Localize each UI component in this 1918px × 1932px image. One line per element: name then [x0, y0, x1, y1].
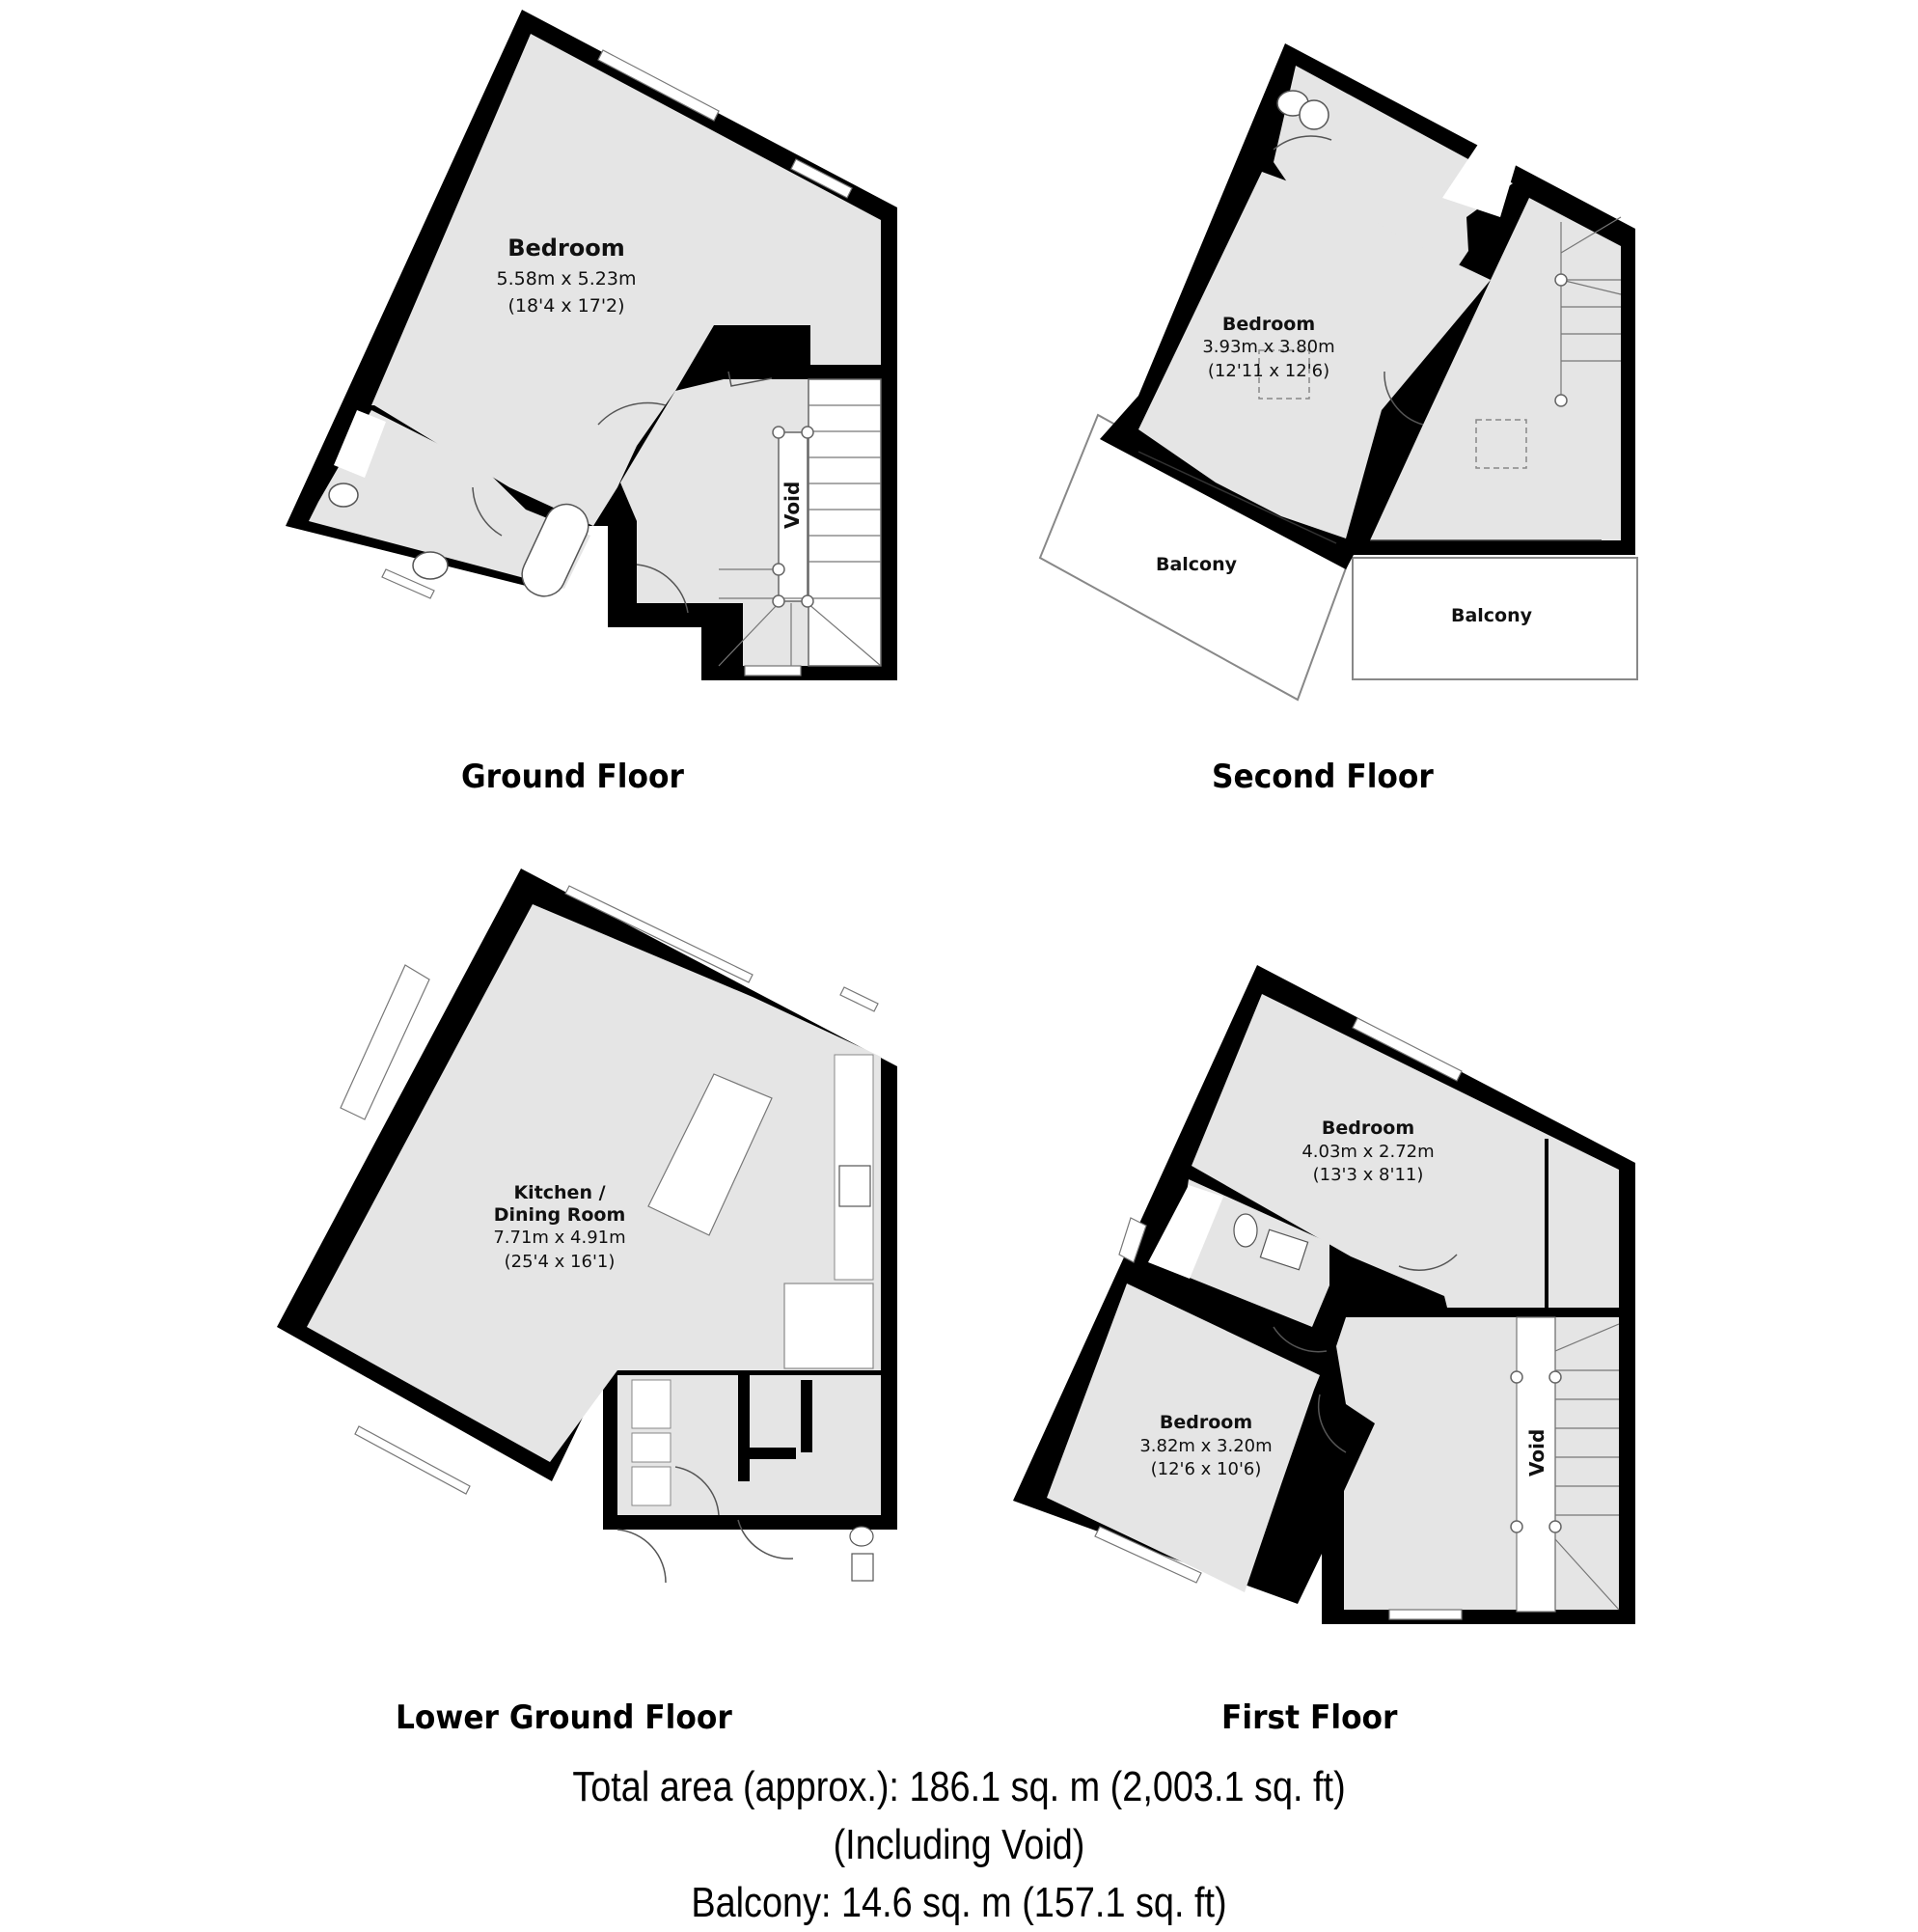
lower-basin: [851, 1553, 874, 1582]
ground-shower: [334, 410, 386, 478]
first-bedroom-1-imperial: (13'3 x 8'11): [1313, 1165, 1424, 1185]
kitchen-metric: 7.71m x 4.91m: [493, 1228, 625, 1248]
first-void-label: Void: [1525, 1429, 1548, 1477]
first-bedroom-1-floor: [1192, 994, 1619, 1308]
ground-void-label: Void: [781, 482, 804, 529]
second-balcony-right-label: Balcony: [1451, 605, 1533, 626]
second-balcony-right: [1352, 557, 1638, 680]
second-floor-label: Second Floor: [1212, 758, 1434, 796]
kitchen-sink: [838, 1165, 871, 1207]
area-summary: Total area (approx.): 186.1 sq. m (2,003…: [0, 1758, 1918, 1932]
second-bedroom-name: Bedroom: [1222, 314, 1315, 335]
first-bedroom-1-name: Bedroom: [1322, 1118, 1414, 1139]
second-bedroom-metric: 3.93m x 3.80m: [1202, 337, 1334, 357]
ground-bedroom-imperial: (18'4 x 17'2): [507, 295, 624, 317]
second-floor-plan: Bedroom 3.93m x 3.80m (12'11 x 12'6) Bal…: [1038, 43, 1638, 702]
ground-bedroom-metric: 5.58m x 5.23m: [497, 268, 637, 290]
second-sink: [1299, 99, 1329, 130]
kitchen-imperial: (25'4 x 16'1): [505, 1252, 616, 1272]
ground-floor-plan: Void Bedroom 5.58m x 5.23m (18'4 x 17'2): [286, 10, 897, 680]
kitchen-name-line2: Dining Room: [494, 1204, 626, 1226]
balcony-area-text: Balcony: 14.6 sq. m (157.1 sq. ft): [691, 1879, 1227, 1926]
first-bedroom-1-metric: 4.03m x 2.72m: [1302, 1142, 1434, 1162]
first-bedroom-2-name: Bedroom: [1160, 1412, 1252, 1433]
kitchen-name-line1: Kitchen /: [513, 1182, 605, 1203]
first-floor-plan: Void Bedroom 4.03m x 2.72m (13'3 x 8'11)…: [1013, 965, 1635, 1624]
lower-ground-floor-label: Lower Ground Floor: [396, 1698, 732, 1737]
ground-stairs: [808, 378, 882, 667]
ground-bathroom-floor: [309, 410, 590, 589]
ground-bathtub: [521, 503, 589, 597]
ground-floor-label: Ground Floor: [461, 758, 684, 796]
second-wc-floor: [1274, 66, 1513, 290]
first-shower: [1148, 1185, 1223, 1279]
second-balcony-left-label: Balcony: [1156, 554, 1238, 575]
second-loft-hatch-2: [1475, 419, 1527, 469]
kitchen-floor: [307, 904, 881, 1462]
first-floor-label: First Floor: [1221, 1698, 1398, 1737]
first-hall-floor: [1336, 1317, 1619, 1610]
second-loft-hatch-1: [1258, 349, 1310, 400]
kitchen-island: [647, 1073, 773, 1236]
lower-ground-floor-plan: Kitchen / Dining Room 7.71m x 4.91m (25'…: [277, 869, 897, 1584]
second-bedroom-floor: [1138, 172, 1491, 538]
ground-sink: [412, 551, 449, 580]
total-area-text: Total area (approx.): 186.1 sq. m (2,003…: [572, 1763, 1346, 1810]
ground-bedroom-floor: [371, 34, 881, 526]
first-toilet: [1233, 1213, 1258, 1248]
first-basin: [1259, 1228, 1309, 1271]
first-bedroom-2-floor: [1047, 1283, 1320, 1592]
ground-toilet: [328, 483, 359, 508]
second-shower: [1442, 140, 1520, 217]
lower-stairs: [783, 1283, 874, 1369]
including-void-text: (Including Void): [833, 1821, 1085, 1868]
first-bedroom-2-metric: 3.82m x 3.20m: [1139, 1436, 1272, 1456]
first-bedroom-2-imperial: (12'6 x 10'6): [1151, 1459, 1262, 1479]
second-bedroom-imperial: (12'11 x 12'6): [1208, 361, 1329, 381]
ground-bedroom-name: Bedroom: [507, 235, 625, 262]
lower-toilet: [849, 1526, 874, 1547]
